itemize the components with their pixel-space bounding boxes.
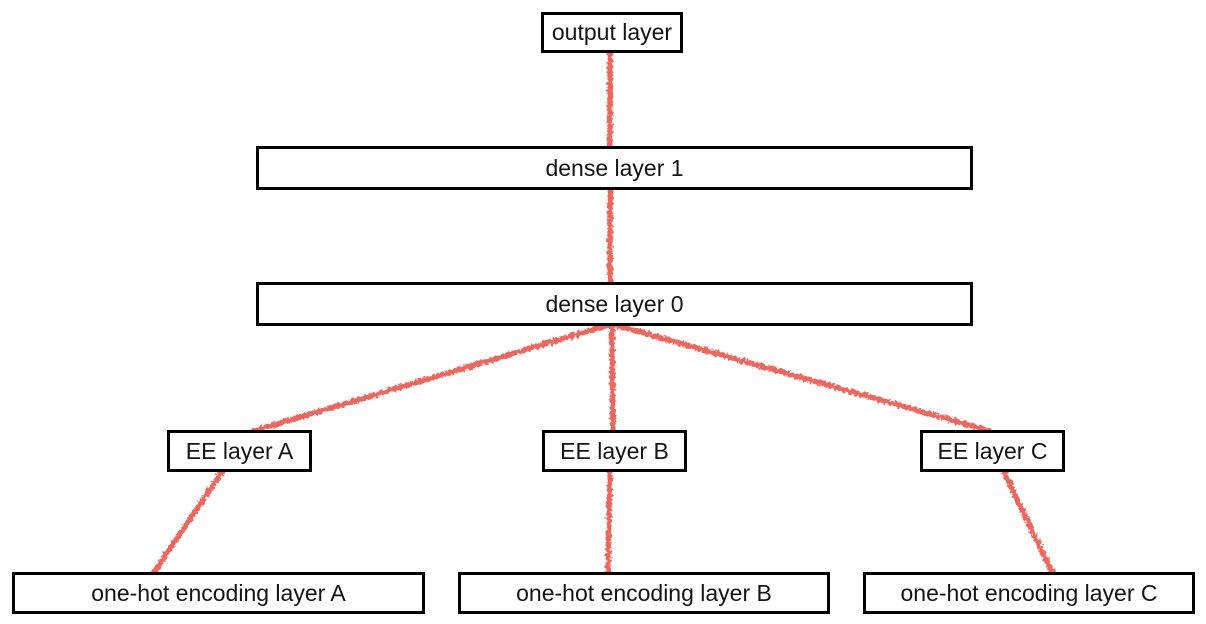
node-dense-layer-0-label: dense layer 0	[545, 290, 684, 317]
node-ee-layer-b-label: EE layer B	[560, 437, 669, 464]
node-one-hot-encoding-layer-c: one-hot encoding layer C	[863, 572, 1195, 614]
node-ee-layer-a-label: EE layer A	[185, 437, 294, 464]
node-one-hot-encoding-layer-b-label: one-hot encoding layer B	[516, 579, 772, 606]
node-one-hot-encoding-layer-a-label: one-hot encoding layer A	[91, 579, 346, 606]
edge-eeA-onehotA	[150, 467, 226, 577]
node-output-layer: output layer	[541, 12, 683, 53]
edge-eeC-onehotC	[1000, 467, 1056, 577]
node-ee-layer-c: EE layer C	[920, 430, 1065, 472]
node-ee-layer-a: EE layer A	[167, 430, 312, 472]
node-dense-layer-0: dense layer 0	[256, 282, 973, 326]
edge-dense0-eeA	[247, 321, 615, 435]
node-ee-layer-c-label: EE layer C	[937, 437, 1048, 464]
node-dense-layer-1-label: dense layer 1	[545, 154, 684, 181]
node-one-hot-encoding-layer-b: one-hot encoding layer B	[458, 572, 830, 614]
edge-dense0-eeC	[609, 321, 993, 434]
edge-eeB-onehotB	[605, 467, 613, 577]
node-one-hot-encoding-layer-a: one-hot encoding layer A	[12, 572, 425, 614]
edge-dense0-eeB	[609, 321, 616, 435]
node-one-hot-encoding-layer-c-label: one-hot encoding layer C	[900, 579, 1158, 606]
node-ee-layer-b: EE layer B	[542, 430, 687, 472]
node-dense-layer-1: dense layer 1	[256, 146, 973, 190]
node-output-layer-label: output layer	[551, 19, 673, 45]
